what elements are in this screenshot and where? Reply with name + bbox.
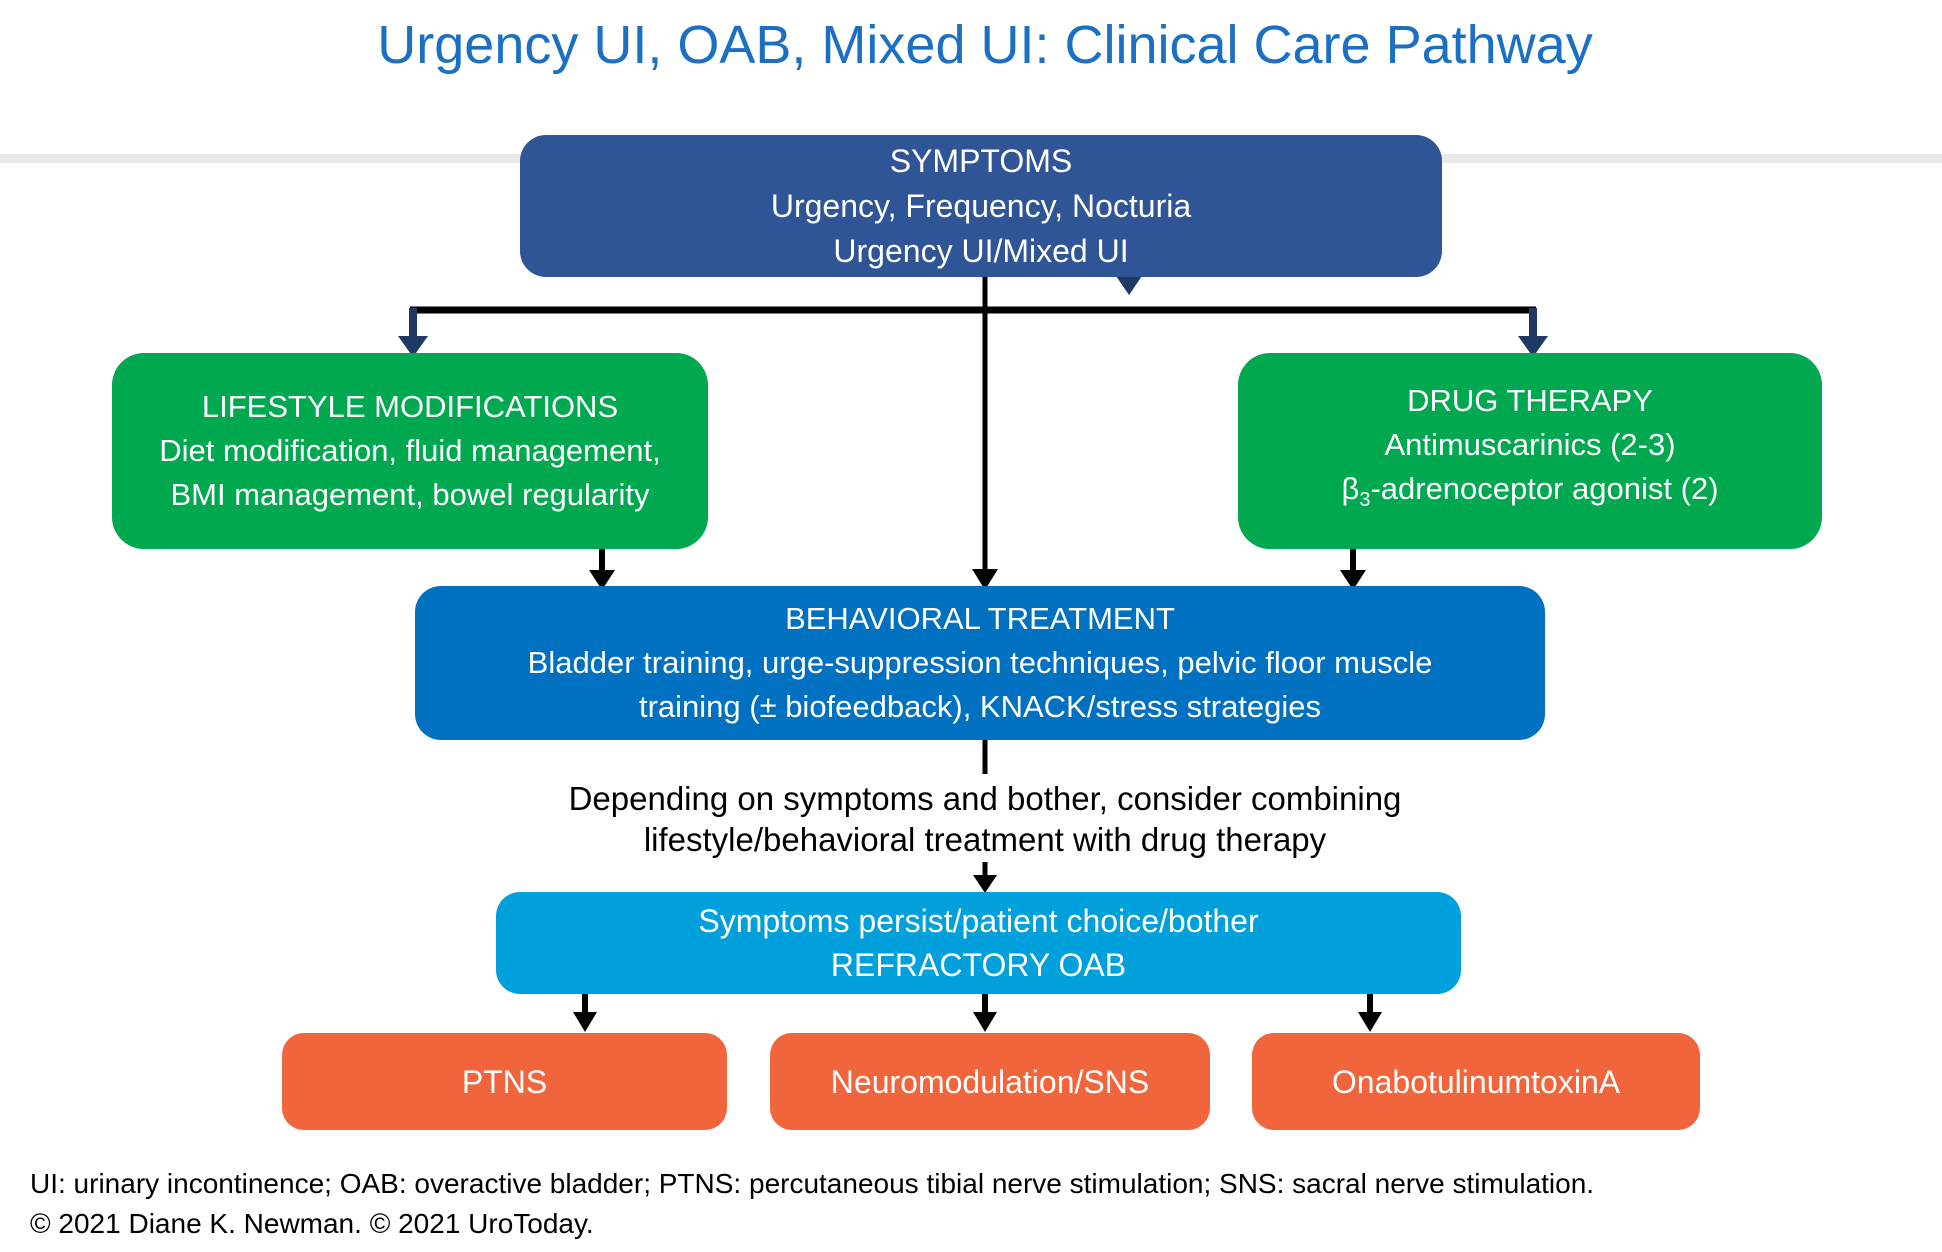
node-lifestyle-line: Diet modification, fluid management, <box>159 433 661 468</box>
node-symptoms-title: SYMPTOMS <box>889 142 1073 179</box>
copyright-line: © 2021 Diane K. Newman. © 2021 UroToday. <box>30 1208 594 1239</box>
page-title: Urgency UI, OAB, Mixed UI: Clinical Care… <box>377 15 1593 75</box>
arrow-refractory-to-ptns <box>573 994 597 1032</box>
down-arrowhead-icon <box>973 875 997 893</box>
down-arrowhead-icon <box>589 570 615 590</box>
down-arrowhead-icon <box>573 1012 597 1032</box>
node-drug-therapy-line: β3-adrenoceptor agonist (2) <box>1238 467 1822 522</box>
beta-symbol: β <box>1341 471 1360 507</box>
arrow-to-drug-therapy <box>1518 308 1548 357</box>
connector-symptoms-branch <box>410 276 1536 571</box>
node-onabotulinumtoxina: OnabotulinumtoxinA <box>1252 1033 1700 1130</box>
node-behavioral-line: Bladder training, urge-suppression techn… <box>527 645 1433 680</box>
node-refractory-oab: Symptoms persist/patient choice/bother R… <box>496 892 1461 994</box>
node-onabotulinumtoxina-label: OnabotulinumtoxinA <box>1331 1063 1621 1100</box>
node-refractory-title: REFRACTORY OAB <box>830 947 1127 983</box>
node-behavioral-treatment: BEHAVIORAL TREATMENT Bladder training, u… <box>415 586 1545 740</box>
combine-therapy-note-line: Depending on symptoms and bother, consid… <box>568 780 1402 817</box>
arrow-refractory-to-onabotulinumtoxina <box>1358 994 1382 1032</box>
combine-therapy-note: Depending on symptoms and bother, consid… <box>385 778 1585 860</box>
down-arrowhead-icon <box>1358 1012 1382 1032</box>
node-drug-therapy-title: DRUG THERAPY <box>1407 383 1653 419</box>
node-neuromodulation-sns: Neuromodulation/SNS <box>770 1033 1210 1130</box>
node-lifestyle-title: LIFESTYLE MODIFICATIONS <box>201 389 619 424</box>
node-ptns-label: PTNS <box>461 1063 548 1100</box>
down-arrowhead-icon <box>972 569 998 590</box>
arrow-drug-therapy-to-behavioral <box>1340 549 1366 590</box>
beta-subscript: 3 <box>1359 489 1371 512</box>
arrow-lifestyle-to-behavioral <box>589 549 615 590</box>
node-symptoms-line: Urgency UI/Mixed UI <box>833 232 1129 269</box>
node-symptoms: SYMPTOMS Urgency, Frequency, Nocturia Ur… <box>520 135 1442 277</box>
down-arrowhead-icon <box>973 1012 997 1032</box>
node-drug-therapy-line: Antimuscarinics (2-3) <box>1384 427 1676 463</box>
down-arrowhead-icon <box>1518 336 1548 357</box>
combine-therapy-note-line: lifestyle/behavioral treatment with drug… <box>643 821 1327 858</box>
node-drug-therapy: DRUG THERAPY Antimuscarinics (2-3) β3-ad… <box>1238 353 1822 549</box>
node-neuromodulation-label: Neuromodulation/SNS <box>830 1063 1150 1100</box>
node-behavioral-line: training (± biofeedback), KNACK/stress s… <box>638 689 1322 724</box>
down-arrowhead-icon <box>1116 276 1142 295</box>
arrow-symptoms-to-behavioral <box>972 569 998 590</box>
node-symptoms-line: Urgency, Frequency, Nocturia <box>770 187 1192 224</box>
footnote: UI: urinary incontinence; OAB: overactiv… <box>30 1164 1910 1244</box>
down-arrowhead-icon <box>398 336 428 357</box>
node-lifestyle-line: BMI management, bowel regularity <box>170 477 650 512</box>
arrow-note-to-refractory <box>973 862 997 893</box>
node-lifestyle-modifications: LIFESTYLE MODIFICATIONS Diet modificatio… <box>112 353 708 549</box>
node-ptns: PTNS <box>282 1033 727 1130</box>
arrow-to-lifestyle <box>398 308 428 357</box>
node-behavioral-title: BEHAVIORAL TREATMENT <box>785 601 1175 636</box>
beta-rest-text: -adrenoceptor agonist (2) <box>1370 471 1719 507</box>
symptoms-down-arrowhead <box>1116 276 1142 295</box>
down-arrowhead-icon <box>1340 570 1366 590</box>
abbreviations-line: UI: urinary incontinence; OAB: overactiv… <box>30 1168 1595 1199</box>
node-refractory-line: Symptoms persist/patient choice/bother <box>698 903 1259 939</box>
arrow-refractory-to-neuromodulation <box>973 994 997 1032</box>
